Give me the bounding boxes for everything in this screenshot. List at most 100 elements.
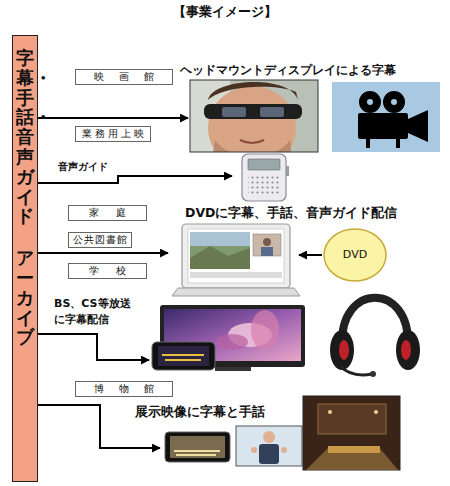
museum-phone bbox=[174, 450, 220, 452]
node-text: 家庭 bbox=[72, 207, 143, 219]
sign-language-image bbox=[281, 447, 287, 453]
venue-box: 博物館 bbox=[75, 381, 173, 397]
laptop bbox=[263, 238, 271, 246]
laptop bbox=[182, 224, 290, 288]
smartphone bbox=[152, 342, 215, 370]
hmd-photo bbox=[204, 104, 302, 119]
band-text: 字幕・手話・音声ガイド bbox=[16, 48, 34, 226]
museum-exhibit-image bbox=[303, 396, 400, 470]
headphones bbox=[342, 298, 408, 345]
hmd-photo bbox=[190, 80, 318, 152]
laptop bbox=[253, 234, 281, 256]
smartphone bbox=[152, 342, 215, 370]
node-text: 映画館 bbox=[79, 71, 169, 83]
headphones bbox=[370, 371, 376, 377]
museum-phone bbox=[176, 454, 216, 456]
headphones bbox=[340, 366, 372, 375]
ellipse-outline bbox=[324, 229, 386, 281]
laptop bbox=[190, 232, 250, 246]
projector-icon bbox=[366, 139, 370, 148]
audio-guide-device bbox=[248, 159, 280, 170]
venue-box: 学校 bbox=[68, 263, 147, 279]
category-band: 字幕・手話・音声ガイドアーカイブ bbox=[12, 35, 38, 482]
audio-guide-device bbox=[242, 154, 286, 201]
laptop bbox=[261, 247, 273, 256]
museum-phone bbox=[165, 432, 230, 462]
smartphone bbox=[162, 354, 204, 356]
arrow-lines bbox=[299, 254, 322, 256]
projector-icon bbox=[332, 82, 440, 152]
hmd-photo bbox=[212, 140, 292, 152]
page-title: 【事業イメージ】 bbox=[0, 3, 450, 21]
node-text: 学校 bbox=[72, 265, 143, 277]
arrow-lines bbox=[38, 334, 149, 360]
projector-icon bbox=[332, 82, 440, 152]
caption-label: DVDに字幕、手話、音声ガイド配信 bbox=[185, 205, 397, 221]
television bbox=[251, 310, 279, 350]
projector-icon bbox=[391, 99, 397, 105]
node-text: DVD bbox=[343, 248, 367, 261]
arrow-lines bbox=[38, 118, 322, 448]
laptop bbox=[190, 272, 282, 278]
caption-label: BS、CS等放送に字幕配信 bbox=[54, 296, 136, 328]
television bbox=[215, 367, 251, 371]
headphones bbox=[330, 330, 354, 370]
caption-label: 展示映像に字幕と手話 bbox=[135, 404, 265, 421]
laptop bbox=[190, 246, 250, 269]
museum-exhibit-image bbox=[328, 410, 332, 414]
headphones bbox=[396, 330, 420, 370]
venue-box: 公共図書館 bbox=[68, 232, 132, 248]
laptop bbox=[172, 288, 300, 296]
museum-exhibit-image bbox=[306, 446, 398, 470]
laptop bbox=[190, 232, 250, 269]
hmd-photo bbox=[208, 82, 298, 100]
hmd-photo bbox=[240, 140, 264, 143]
projector-icon bbox=[408, 110, 428, 142]
headphones bbox=[401, 340, 411, 360]
sign-language-image bbox=[259, 444, 279, 464]
venue-box: 映画館 bbox=[75, 69, 173, 85]
audio-guide-device bbox=[248, 174, 280, 196]
audio-guide-device bbox=[242, 154, 289, 201]
projector-icon bbox=[396, 139, 400, 148]
arrow-lines bbox=[38, 117, 188, 119]
headphones bbox=[339, 340, 349, 360]
museum-exhibit-image bbox=[374, 410, 378, 414]
headphones bbox=[330, 298, 420, 377]
sign-language-image bbox=[236, 426, 302, 466]
museum-phone bbox=[170, 436, 225, 458]
museum-exhibit-image bbox=[328, 446, 380, 453]
hmd-photo bbox=[260, 107, 284, 117]
laptop bbox=[172, 224, 300, 296]
smartphone bbox=[158, 346, 209, 366]
museum-exhibit-image bbox=[303, 396, 400, 470]
projector-icon bbox=[359, 91, 381, 113]
node-text: 業務用上映 bbox=[79, 128, 147, 140]
venue-box: 業務用上映 bbox=[75, 126, 151, 142]
arrow-lines bbox=[38, 176, 232, 183]
projector-icon bbox=[367, 99, 373, 105]
caption-label: ヘッドマウントディスプレイによる字幕 bbox=[180, 63, 396, 79]
node-text: 博物館 bbox=[79, 383, 169, 395]
laptop bbox=[188, 229, 284, 283]
sign-language-image bbox=[263, 431, 275, 443]
hmd-photo bbox=[222, 107, 246, 117]
hmd-photo bbox=[190, 80, 318, 152]
sign-language-image bbox=[251, 447, 257, 453]
media-ellipse: DVD bbox=[323, 228, 387, 282]
sign-language-image bbox=[236, 426, 302, 466]
television bbox=[216, 334, 248, 350]
band-text: アーカイブ bbox=[16, 248, 34, 347]
museum-exhibit-image bbox=[318, 404, 386, 434]
arrow-lines bbox=[38, 252, 168, 254]
venue-box: 家庭 bbox=[68, 205, 147, 221]
node-text: 公共図書館 bbox=[72, 234, 128, 246]
audio-guide-device bbox=[286, 166, 289, 176]
projector-icon bbox=[358, 113, 408, 139]
smartphone bbox=[165, 359, 201, 361]
caption-label: 音声ガイド bbox=[58, 160, 108, 173]
projector-icon bbox=[383, 91, 405, 113]
museum-phone bbox=[165, 432, 230, 462]
